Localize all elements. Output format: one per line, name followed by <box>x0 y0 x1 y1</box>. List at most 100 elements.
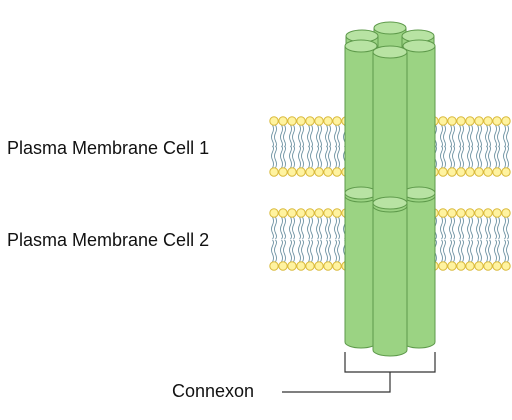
membrane-2-left <box>269 208 351 271</box>
lipid-tail <box>325 124 328 148</box>
lipid-tail <box>280 145 283 169</box>
lipid-head <box>492 208 502 218</box>
membrane-2-right <box>429 208 511 271</box>
lipid-head <box>323 116 333 126</box>
lipid-tail <box>443 239 446 263</box>
cylinder-top-cap <box>373 21 407 35</box>
lipid-tail <box>449 124 452 148</box>
lipid-tail <box>328 124 331 148</box>
lipid-head <box>465 208 475 218</box>
cylinder-seam <box>372 205 408 213</box>
lipid-head <box>438 116 448 126</box>
lipid-tail <box>307 124 310 148</box>
lipid-tail <box>283 145 286 169</box>
lipid-head <box>501 208 511 218</box>
lipid-tail <box>467 216 470 240</box>
lipid-tail <box>310 239 313 263</box>
lipid-tail <box>337 124 340 148</box>
lipid-head <box>305 261 315 271</box>
lipid-tail <box>316 239 319 263</box>
lipid-tail <box>452 124 455 148</box>
lipid-head <box>474 116 484 126</box>
lipid-tail <box>494 124 497 148</box>
lipid-tail <box>283 239 286 263</box>
membrane-1-label: Plasma Membrane Cell 1 <box>7 138 210 158</box>
lipid-tail <box>328 216 331 240</box>
lipid-tail <box>503 239 506 263</box>
lipid-head <box>296 167 306 177</box>
lipid-tail <box>301 239 304 263</box>
lipid-tail <box>328 145 331 169</box>
lipid-tail <box>274 216 277 240</box>
lipid-tail <box>479 145 482 169</box>
lipid-head <box>438 167 448 177</box>
lipid-tail <box>292 145 295 169</box>
lipid-head <box>474 261 484 271</box>
lipid-tail <box>271 239 274 263</box>
lipid-head <box>492 261 502 271</box>
lipid-head <box>278 261 288 271</box>
lipid-head <box>447 167 457 177</box>
lipid-head <box>323 261 333 271</box>
lipid-tail <box>485 145 488 169</box>
lipid-tail <box>461 239 464 263</box>
lipid-tail <box>497 216 500 240</box>
lipid-tail <box>440 145 443 169</box>
lipid-head <box>287 261 297 271</box>
cylinder-front-center <box>372 45 408 357</box>
lipid-head <box>438 261 448 271</box>
lipid-tail <box>449 239 452 263</box>
lipid-tail <box>328 239 331 263</box>
lipid-tail <box>337 239 340 263</box>
lipid-tail <box>274 239 277 263</box>
lipid-head <box>456 261 466 271</box>
cylinder-seam-top <box>344 186 378 200</box>
lipid-tail <box>316 216 319 240</box>
lipid-tail <box>458 145 461 169</box>
lipid-head <box>501 116 511 126</box>
lipid-tail <box>337 145 340 169</box>
lipid-tail <box>506 145 509 169</box>
lipid-tail <box>280 239 283 263</box>
lipid-head <box>269 261 279 271</box>
lipid-tail <box>443 124 446 148</box>
lipid-head <box>474 167 484 177</box>
lipid-head <box>305 208 315 218</box>
lipid-tail <box>325 145 328 169</box>
lipid-tail <box>476 216 479 240</box>
lipid-head <box>332 208 342 218</box>
lipid-tail <box>298 124 301 148</box>
lipid-tail <box>289 145 292 169</box>
cylinder-top-cap <box>344 39 378 53</box>
lipid-tail <box>494 145 497 169</box>
lipid-head <box>296 116 306 126</box>
lipid-head <box>278 116 288 126</box>
lipid-tail <box>443 216 446 240</box>
lipid-head <box>269 116 279 126</box>
lipid-head <box>438 208 448 218</box>
lipid-head <box>323 167 333 177</box>
lipid-tail <box>271 216 274 240</box>
lipid-tail <box>280 216 283 240</box>
lipid-tail <box>497 145 500 169</box>
lipid-tail <box>334 216 337 240</box>
lipid-tail <box>310 216 313 240</box>
lipid-head <box>456 208 466 218</box>
lipid-tail <box>316 145 319 169</box>
lipid-tail <box>316 124 319 148</box>
lipid-tail <box>506 124 509 148</box>
lipid-head <box>296 208 306 218</box>
connexon-front-cylinders <box>344 39 436 357</box>
lipid-head <box>314 167 324 177</box>
lipid-head <box>492 167 502 177</box>
lipid-tail <box>470 124 473 148</box>
lipid-head <box>305 167 315 177</box>
lipid-head <box>474 208 484 218</box>
lipid-tail <box>440 124 443 148</box>
lipid-head <box>278 208 288 218</box>
lipid-tail <box>337 216 340 240</box>
lipid-tail <box>461 124 464 148</box>
lipid-tail <box>440 216 443 240</box>
lipid-tail <box>301 124 304 148</box>
lipid-tail <box>334 239 337 263</box>
